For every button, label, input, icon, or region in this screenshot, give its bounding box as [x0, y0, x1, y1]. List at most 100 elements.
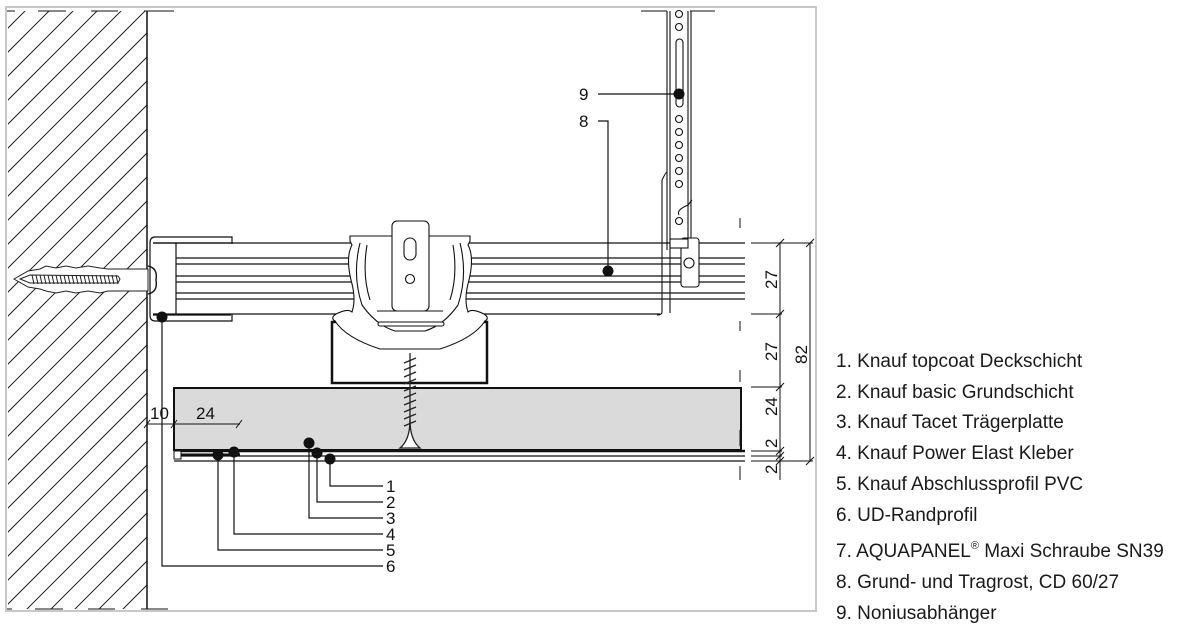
anchor-thread — [79, 274, 83, 285]
dim-label-27-top: 27 — [762, 270, 781, 289]
anchor-thread — [43, 274, 47, 285]
legend-item-8: 8. Grund- und Tragrost, CD 60/27 — [836, 568, 1164, 599]
hatch-line — [8, 296, 147, 437]
hatch-line — [8, 80, 147, 221]
dim-tick — [775, 446, 785, 456]
hanger-hole — [674, 22, 684, 32]
callout-number-1: 1 — [386, 477, 395, 496]
callout-number-8: 8 — [579, 112, 588, 131]
carrier-board — [173, 387, 745, 462]
legend-text: Knauf topcoat Deckschicht — [857, 351, 1083, 372]
screw-thread — [403, 371, 417, 378]
dim-label-2-b: 2 — [762, 465, 781, 474]
hanger-hole — [674, 166, 684, 176]
dim-tick — [805, 456, 815, 466]
callout-number-3: 3 — [386, 509, 395, 528]
screw-thread — [403, 399, 417, 406]
legend: 1. Knauf topcoat Deckschicht 2. Knauf ba… — [836, 347, 1164, 629]
callout-dot-5 — [212, 449, 224, 461]
hatch-line — [8, 272, 147, 413]
hatch-line — [188, 0, 848, 621]
callout-number-6: 6 — [386, 557, 395, 576]
legend-text: Knauf Abschlussprofil PVC — [857, 473, 1084, 495]
legend-num: 4. — [836, 443, 852, 465]
hatch-line — [8, 152, 147, 293]
callout-number-9: 9 — [579, 85, 588, 104]
legend-num: 5. — [836, 473, 852, 495]
screw-icon — [398, 353, 422, 449]
dim-tick — [775, 382, 785, 392]
screw-thread — [403, 406, 417, 413]
screw-thread — [403, 364, 417, 371]
dim-tick — [775, 238, 785, 248]
legend-num: 7. — [836, 541, 852, 563]
anchor-thread — [115, 274, 119, 285]
anchor-thread — [99, 274, 103, 285]
hatch-line — [164, 0, 824, 621]
dim-tick — [775, 309, 785, 319]
anchor-thread — [51, 274, 55, 285]
hanger-hole — [674, 140, 684, 150]
hatch-line — [8, 128, 147, 269]
legend-text: Knauf Tacet Trägerplatte — [857, 412, 1064, 434]
dim-tick — [805, 238, 815, 248]
registered-mark: ® — [970, 540, 979, 553]
legend-text: UD-Randprofil — [857, 504, 978, 526]
dim-tick — [775, 456, 785, 466]
legend-text: Noniusabhänger — [857, 602, 997, 624]
anchor-thread — [39, 274, 43, 285]
hanger-hole — [674, 9, 684, 19]
legend-num: 9. — [836, 602, 852, 624]
callout-dot-9 — [673, 88, 685, 100]
dim-label-2-a: 2 — [762, 439, 781, 448]
anchor-thread — [103, 274, 107, 285]
hanger-hole — [674, 179, 684, 189]
hatch-line — [8, 224, 147, 365]
dim-label-10: 10 — [150, 404, 169, 423]
anchor-thread — [55, 274, 59, 285]
legend-text: Knauf basic Grundschicht — [857, 381, 1074, 403]
callout-dot-2 — [311, 447, 323, 459]
anchor-thread — [95, 274, 99, 285]
legend-num: 3. — [836, 412, 852, 434]
legend-item-2: 2. Knauf basic Grundschicht — [836, 378, 1164, 409]
hanger-hole — [674, 114, 684, 124]
hatch-line — [8, 11, 98, 101]
callout-number-2: 2 — [386, 493, 395, 512]
legend-num: 2. — [836, 381, 852, 403]
anchor-thread — [91, 274, 95, 285]
screw-thread — [403, 413, 417, 420]
hanger-hole — [674, 127, 684, 137]
legend-text: Grund- und Tragrost, CD 60/27 — [857, 571, 1120, 593]
callout-number-5: 5 — [386, 541, 395, 560]
hatch-line — [8, 416, 147, 557]
hanger-hole — [674, 153, 684, 163]
legend-num: 1. — [836, 351, 852, 372]
legend-item-6: 6. UD-Randprofil — [836, 501, 1164, 532]
hatch-line — [8, 440, 147, 581]
anchor-thread — [111, 274, 115, 285]
anchor-thread — [35, 274, 39, 285]
anchor-thread — [107, 274, 111, 285]
anchor-thread — [47, 274, 51, 285]
anchor-thread — [63, 274, 67, 285]
legend-item-5: 5. Knauf Abschlussprofil PVC — [836, 470, 1164, 501]
anchor-thread — [59, 274, 63, 285]
anchor-thread — [75, 274, 79, 285]
hatch-line — [8, 200, 147, 341]
legend-item-3: 3. Knauf Tacet Trägerplatte — [836, 408, 1164, 439]
hatch-line — [8, 11, 26, 29]
screw-thread — [403, 392, 417, 399]
hatch-line — [0, 0, 32, 621]
hatch-line — [8, 11, 74, 77]
dim-tick — [775, 451, 785, 461]
hatch-line — [8, 32, 147, 173]
anchor-thread — [83, 274, 87, 285]
dim-label-82: 82 — [792, 345, 811, 364]
legend-num: 8. — [836, 571, 852, 593]
screw-thread — [403, 357, 417, 364]
callout-number-4: 4 — [386, 525, 395, 544]
dim-label-24-horizontal: 24 — [196, 404, 215, 423]
hatch-line — [26, 488, 147, 609]
